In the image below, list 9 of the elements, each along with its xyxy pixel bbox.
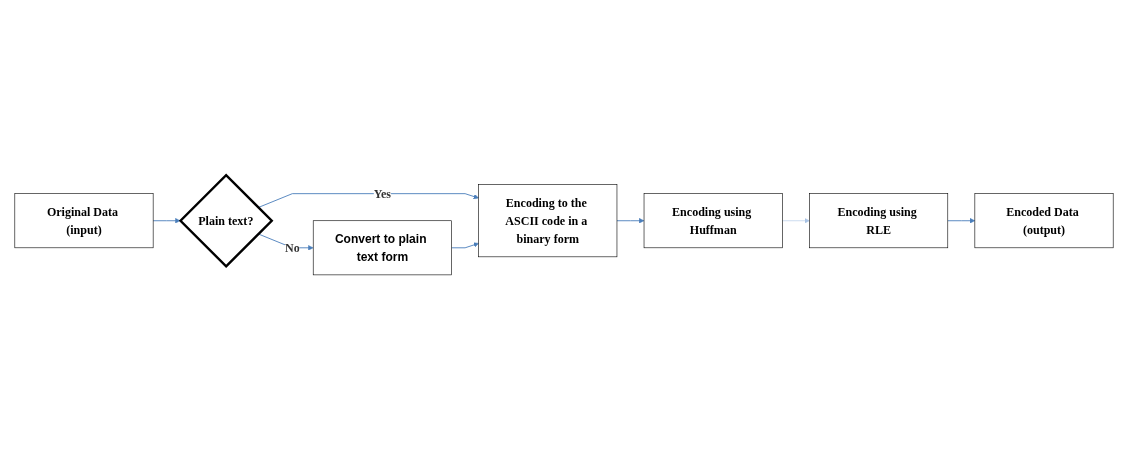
edge-label: No xyxy=(284,241,300,255)
node-box: Encoded Data (output) xyxy=(974,193,1114,249)
node-box: Convert to plain text form xyxy=(312,220,452,276)
edge-label: Yes xyxy=(373,187,392,201)
node-box: Encoding using Huffman xyxy=(643,193,783,249)
node-box: Original Data (input) xyxy=(14,193,154,249)
node-box: Encoding using RLE xyxy=(809,193,949,249)
node-box: Encoding to the ASCII code in a binary form xyxy=(478,184,618,258)
node-diamond: Plain text? xyxy=(178,173,274,269)
